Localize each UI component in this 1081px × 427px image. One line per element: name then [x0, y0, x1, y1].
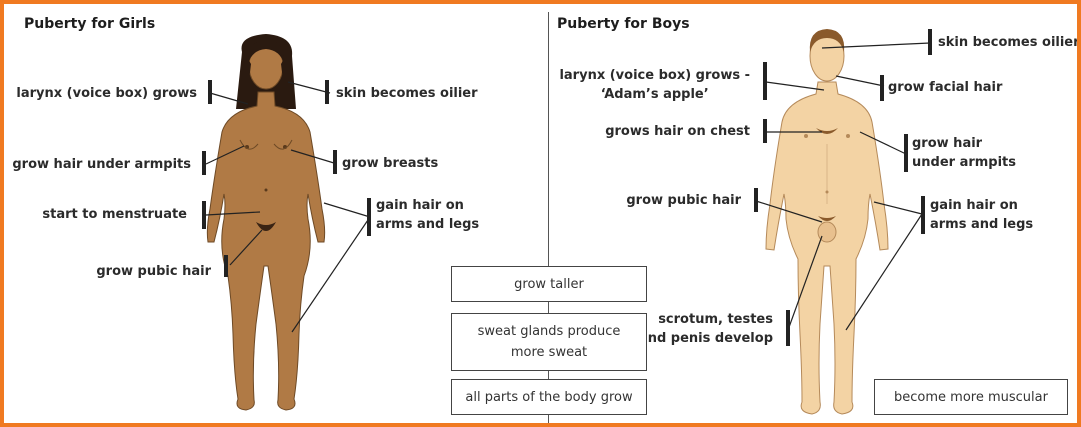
boy-label-armpits: grow hair under armpits	[912, 134, 1016, 172]
box-grow-taller-text: grow taller	[514, 274, 584, 295]
box-sweat-line2: more sweat	[511, 342, 587, 363]
girl-label-breasts: grow breasts	[342, 154, 438, 173]
box-grow-taller: grow taller	[451, 266, 647, 302]
box-more-muscular-text: become more muscular	[894, 387, 1048, 408]
box-body-grows-text: all parts of the body grow	[465, 387, 632, 408]
girl-label-menstruate: start to menstruate	[42, 205, 187, 224]
box-sweat-line1: sweat glands produce	[478, 321, 621, 342]
boy-label-limbs-line2: arms and legs	[930, 215, 1033, 234]
boy-label-larynx-line2: ‘Adam’s apple’	[559, 85, 750, 104]
boy-label-limbs: gain hair on arms and legs	[930, 196, 1033, 234]
boy-label-facial: grow facial hair	[888, 78, 1002, 97]
girl-label-pubic: grow pubic hair	[96, 262, 211, 281]
girl-label-skin: skin becomes oilier	[336, 84, 478, 103]
boy-label-pubic: grow pubic hair	[626, 191, 741, 210]
boy-label-limbs-line1: gain hair on	[930, 196, 1033, 215]
girl-label-limbs-line2: arms and legs	[376, 215, 479, 234]
girl-label-limbs: gain hair on arms and legs	[376, 196, 479, 234]
boy-label-armpits-line2: under armpits	[912, 153, 1016, 172]
girl-body	[207, 92, 324, 410]
box-body-grows: all parts of the body grow	[451, 379, 647, 415]
boy-label-genitals-line1: scrotum, testes	[639, 310, 773, 329]
boy-label-armpits-line1: grow hair	[912, 134, 1016, 153]
boy-label-genitals-line2: and penis develop	[639, 329, 773, 348]
box-more-muscular: become more muscular	[874, 379, 1068, 415]
girl-label-armpits: grow hair under armpits	[12, 155, 191, 174]
girl-label-limbs-line1: gain hair on	[376, 196, 479, 215]
girl-figure	[207, 34, 324, 410]
girl-label-larynx: larynx (voice box) grows	[16, 84, 197, 103]
boy-label-skin: skin becomes oilier	[938, 33, 1080, 52]
boy-label-larynx-line1: larynx (voice box) grows -	[559, 66, 750, 85]
boy-figure	[766, 29, 888, 414]
boy-label-larynx: larynx (voice box) grows - ‘Adam’s apple…	[559, 66, 750, 104]
boy-label-genitals: scrotum, testes and penis develop	[639, 310, 773, 348]
boy-label-chest: grows hair on chest	[605, 122, 750, 141]
box-sweat-glands: sweat glands produce more sweat	[451, 313, 647, 371]
